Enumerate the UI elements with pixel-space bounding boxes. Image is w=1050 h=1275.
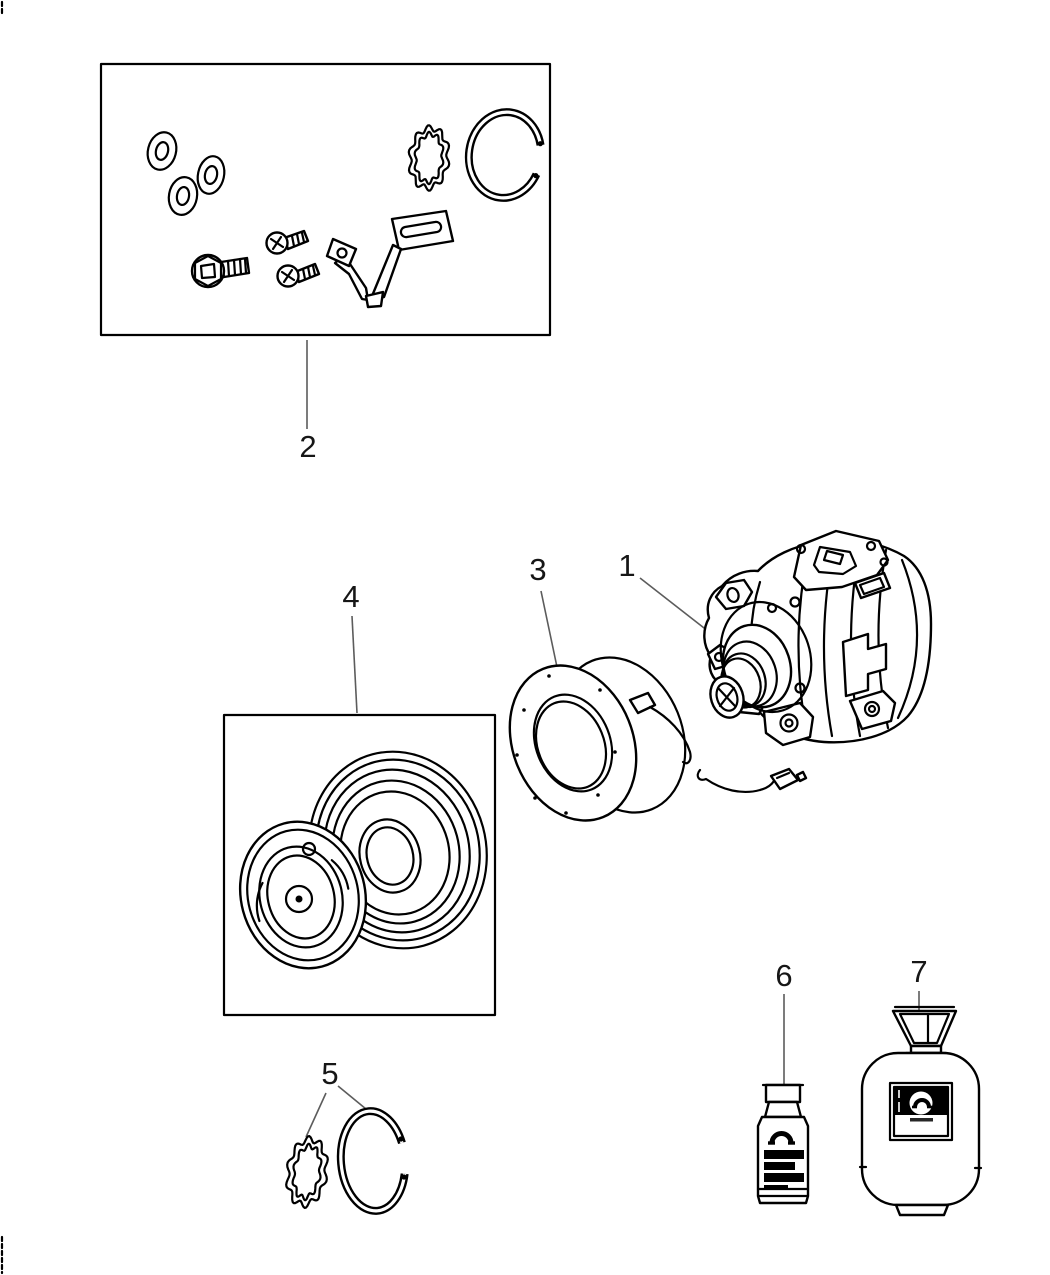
- compressor: [703, 529, 933, 747]
- callout-2: 2: [299, 429, 317, 464]
- snap-ring-5: [336, 1107, 410, 1215]
- callout-5: 5: [321, 1056, 339, 1091]
- coil-rivets: [515, 674, 617, 815]
- phillips-screws: [265, 229, 321, 288]
- compressor-clutch-hub: [709, 580, 813, 719]
- snap-ring: [464, 108, 546, 202]
- coil-wire: [648, 705, 808, 794]
- callout-6: 6: [775, 958, 793, 993]
- hex-flange-bolt: [190, 253, 251, 289]
- callout-4: 4: [342, 579, 360, 614]
- mounting-bracket: [325, 209, 455, 309]
- coil-wire-connector: [769, 767, 800, 791]
- gasket-and-snap-ring: [285, 1107, 410, 1215]
- tank-label: [888, 1081, 954, 1142]
- oil-bottle: [756, 1083, 810, 1205]
- refrigerant-tank: [858, 1005, 983, 1217]
- leader-4: [351, 615, 358, 714]
- tank-mopar-logo-icon: [909, 1091, 933, 1115]
- leader-3: [540, 590, 558, 668]
- callout-3: 3: [529, 552, 547, 587]
- leader-5a: [305, 1092, 327, 1138]
- compressor-side-bracket: [841, 632, 888, 698]
- tank-funnel-top: [891, 1005, 958, 1055]
- bottle-label-text-bars: [764, 1150, 804, 1190]
- seal-gasket-wavy-ring: [407, 124, 451, 192]
- clutch-field-coil: [508, 656, 808, 822]
- leader-5b: [337, 1085, 367, 1110]
- grommet-washers: [146, 131, 226, 216]
- tank-base: [894, 1203, 950, 1217]
- compressor-top-manifold: [792, 529, 892, 600]
- coil-terminal-tab: [628, 691, 657, 715]
- pulley-clutch-box: [222, 713, 497, 1017]
- clutch-plate: [238, 820, 368, 970]
- bottle-mopar-logo-icon: [768, 1131, 795, 1145]
- hardware-kit-box: [99, 62, 552, 337]
- callout-1: 1: [618, 548, 636, 583]
- seal-gasket-wavy-ring-5: [285, 1135, 329, 1209]
- callout-7: 7: [910, 954, 928, 989]
